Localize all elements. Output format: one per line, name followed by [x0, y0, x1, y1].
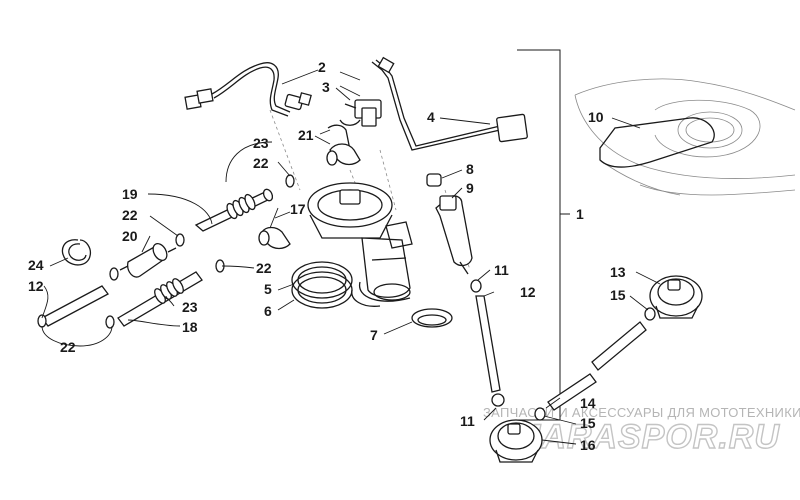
callout-22-upper: 22 — [253, 155, 269, 171]
callout-23-upper: 23 — [253, 135, 269, 151]
callout-16: 16 — [580, 437, 596, 453]
seal-rings-part — [291, 261, 353, 309]
pump-clamp-part — [411, 308, 453, 328]
callout-18: 18 — [182, 319, 198, 335]
callout-10: 10 — [588, 109, 604, 125]
callout-15-lower: 15 — [580, 415, 596, 431]
return-hose-part — [547, 321, 647, 411]
fuel-pump-module-part — [307, 182, 413, 307]
wiring-harness-part — [184, 62, 319, 117]
callout-22-lower: 22 — [60, 339, 76, 355]
callout-2: 2 — [318, 59, 326, 75]
callout-4: 4 — [427, 109, 435, 125]
callout-23-lower: 23 — [182, 299, 198, 315]
callout-6: 6 — [264, 303, 272, 319]
callout-11-upper: 11 — [494, 262, 509, 278]
callout-9: 9 — [466, 180, 474, 196]
callout-20: 20 — [122, 228, 138, 244]
leader-lines — [41, 71, 661, 445]
callout-3: 3 — [322, 79, 330, 95]
callout-12-right: 12 — [520, 284, 536, 300]
callout-15-upper: 15 — [610, 287, 626, 303]
callout-12-left: 12 — [28, 278, 44, 294]
grommet-part — [319, 124, 351, 151]
callout-24: 24 — [28, 257, 44, 273]
watermark: ЗАПЧАСТИ И АКСЕССУАРЫ ДЛЯ МОТОТЕХНИКИ MA… — [483, 405, 800, 457]
left-hose-part — [37, 285, 109, 328]
callout-22-middle: 22 — [122, 207, 138, 223]
inline-filter-part — [109, 242, 225, 281]
callout-19: 19 — [122, 186, 138, 202]
callout-13: 13 — [610, 264, 626, 280]
watermark-logo: MARASPOR.RU — [512, 418, 780, 456]
callout-14: 14 — [580, 395, 596, 411]
level-sender-part — [371, 56, 528, 151]
clip-ring-part — [61, 239, 92, 266]
callout-8: 8 — [466, 161, 474, 177]
assembly-bracket — [517, 49, 570, 421]
callout-17: 17 — [290, 201, 306, 217]
callout-5: 5 — [264, 281, 272, 297]
fuel-tank-part — [574, 78, 796, 196]
sensor-part — [339, 85, 382, 127]
callout-11-lower: 11 — [460, 413, 475, 429]
lower-hose-part — [105, 271, 203, 329]
callout-22-right: 22 — [256, 260, 272, 276]
callout-7: 7 — [370, 327, 378, 343]
callout-1: 1 — [576, 206, 584, 222]
callout-labels: 2 3 4 21 23 22 19 22 20 17 24 12 22 5 6 … — [28, 59, 626, 453]
callout-21: 21 — [298, 127, 314, 143]
pump-hose-part — [475, 295, 505, 407]
watermark-caption: ЗАПЧАСТИ И АКСЕССУАРЫ ДЛЯ МОТОТЕХНИКИ — [483, 405, 800, 420]
quick-connect-upper-part — [644, 275, 703, 321]
fuel-pump-part — [426, 173, 482, 293]
upper-hose-part — [175, 143, 361, 250]
